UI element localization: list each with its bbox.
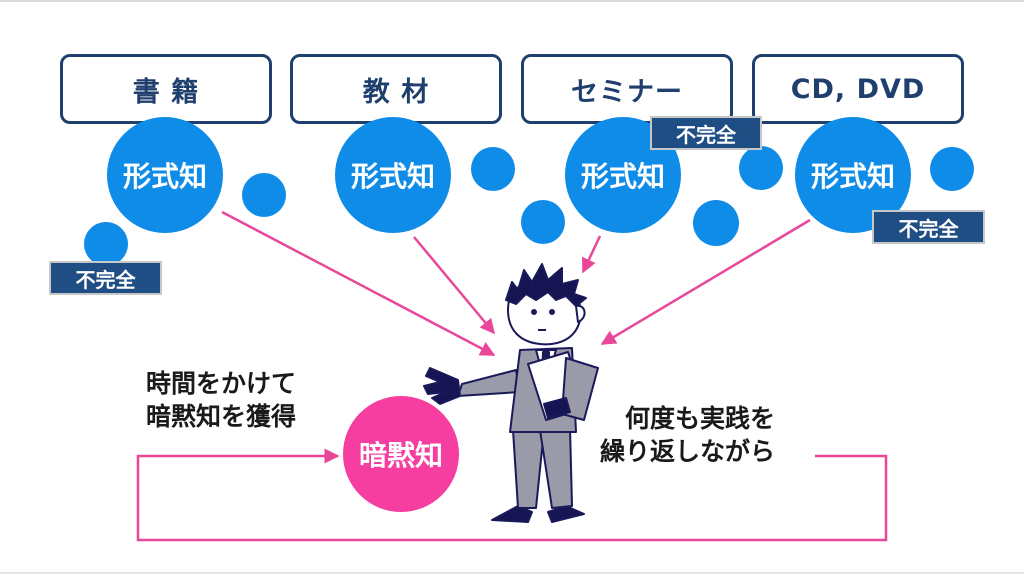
arrow-materials xyxy=(413,236,495,335)
left-caption-line-1: 時間をかけて xyxy=(146,369,297,398)
small-bubble xyxy=(930,147,974,191)
right-caption-line-1: 何度も実践を xyxy=(625,404,776,433)
tacit-knowledge-bubble: 暗黙知 xyxy=(343,396,459,512)
arrow-seminar xyxy=(581,235,602,274)
bottom-divider xyxy=(0,572,1024,574)
incomplete-badge: 不完全 xyxy=(650,116,762,150)
arrow-cd-dvd xyxy=(600,218,811,346)
explicit-knowledge-bubble-materials: 形式知 xyxy=(335,117,451,233)
source-box-materials: 教 材 xyxy=(290,54,502,124)
source-box-seminar: セミナー xyxy=(521,54,733,124)
small-bubble xyxy=(739,146,783,190)
explicit-knowledge-bubble-books: 形式知 xyxy=(107,117,223,233)
incomplete-badge: 不完全 xyxy=(49,261,162,295)
small-bubble xyxy=(471,147,515,191)
small-bubble xyxy=(84,222,128,266)
top-divider xyxy=(0,0,1024,2)
right-caption-line-2: 繰り返しながら xyxy=(600,437,776,466)
practice-loop-arrow xyxy=(136,448,888,542)
incomplete-badge: 不完全 xyxy=(872,210,985,244)
right-caption: 何度も実践を 繰り返しながら xyxy=(600,402,775,468)
arrow-books xyxy=(221,210,496,357)
person-figure xyxy=(423,263,599,523)
left-caption: 時間をかけて 暗黙知を獲得 xyxy=(146,367,296,433)
small-bubble xyxy=(693,200,739,246)
small-bubble xyxy=(242,173,286,217)
left-caption-line-2: 暗黙知を獲得 xyxy=(146,402,297,431)
small-bubble xyxy=(521,200,565,244)
